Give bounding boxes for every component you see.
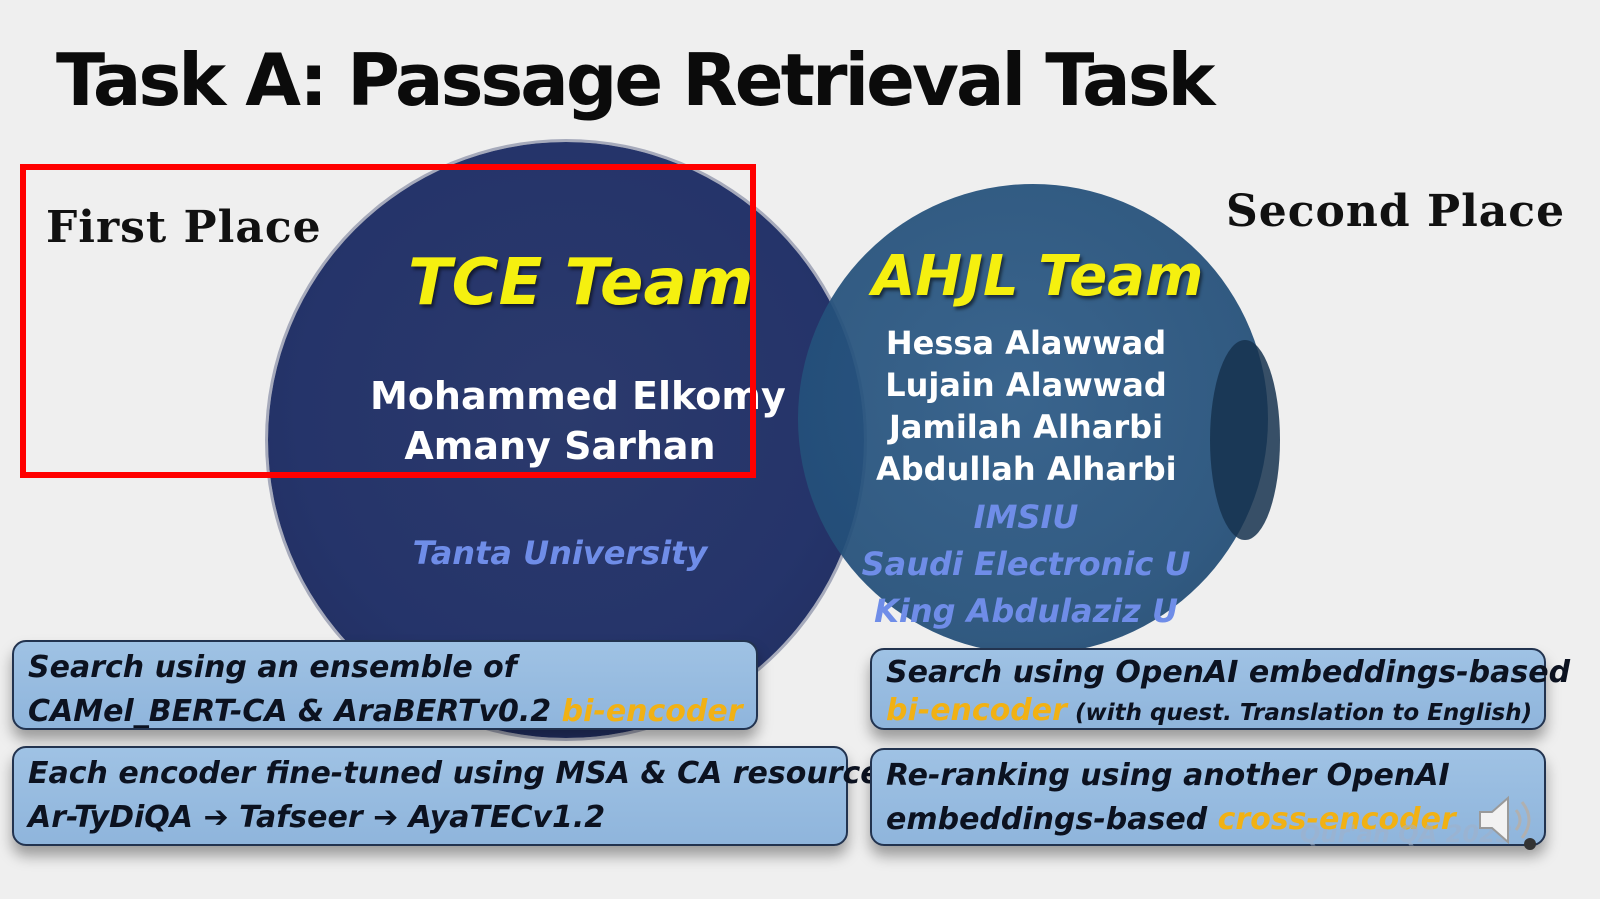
second-team-name: AHJL Team bbox=[872, 244, 1204, 309]
card-line: Search using an ensemble of bbox=[28, 650, 517, 685]
first-team-member: Mohammed Elkomy bbox=[370, 374, 786, 418]
method-card-second-search: Search using OpenAI embeddings-based bi-… bbox=[870, 648, 1571, 730]
highlight-term: bi-encoder bbox=[886, 693, 1067, 728]
slide-title: Task A: Passage Retrieval Task bbox=[56, 38, 1215, 122]
second-team-member: Hessa Alawwad bbox=[885, 324, 1167, 362]
second-place-circle bbox=[798, 184, 1268, 654]
method-card-first-finetune: Each encoder fine-tuned using MSA & CA r… bbox=[12, 746, 911, 846]
speaker-icon[interactable] bbox=[1474, 790, 1544, 850]
method-card-second-rerank: Re-ranking using another OpenAI embeddin… bbox=[870, 748, 1546, 846]
footer-text: Qur'an QA 2023 bbox=[1300, 820, 1513, 848]
first-team-member: Amany Sarhan bbox=[404, 424, 716, 468]
second-team-member: Abdullah Alharbi bbox=[876, 450, 1177, 488]
circle-shadow bbox=[1210, 340, 1280, 540]
highlight-term: bi-encoder bbox=[561, 694, 743, 729]
card-line: Ar-TyDiQA ➔ Tafseer ➔ AyaTECv1.2 bbox=[28, 800, 606, 835]
second-team-member: Jamilah Alharbi bbox=[888, 408, 1164, 446]
method-card-first-search: Search using an ensemble of CAMel_BERT-C… bbox=[12, 640, 758, 730]
second-team-affiliation: IMSIU bbox=[973, 498, 1079, 536]
first-team-name: TCE Team bbox=[408, 246, 754, 320]
card-line: embeddings-based cross-encoder bbox=[886, 802, 1456, 837]
second-team-affiliation: King Abdulaziz U bbox=[874, 592, 1178, 630]
arrow-icon: ➔ bbox=[373, 800, 399, 835]
card-line: CAMel_BERT-CA & AraBERTv0.2 bi-encoder bbox=[28, 694, 743, 729]
card-line: bi-encoder (with quest. Translation to E… bbox=[886, 693, 1533, 728]
second-team-member: Lujain Alawwad bbox=[885, 366, 1167, 404]
second-team-affiliation: Saudi Electronic U bbox=[861, 545, 1191, 583]
card-line: Search using OpenAI embeddings-based bbox=[886, 655, 1571, 690]
card-line: Each encoder fine-tuned using MSA & CA r… bbox=[28, 756, 911, 791]
arrow-icon: ➔ bbox=[203, 800, 229, 835]
highlight-box bbox=[20, 164, 756, 478]
first-place-label: First Place bbox=[46, 202, 322, 253]
first-place-circle bbox=[268, 142, 864, 738]
first-team-affiliation: Tanta University bbox=[412, 534, 708, 572]
second-place-label: Second Place bbox=[1226, 186, 1566, 237]
card-line: Re-ranking using another OpenAI bbox=[886, 758, 1450, 793]
highlight-term: cross-encoder bbox=[1217, 802, 1456, 837]
